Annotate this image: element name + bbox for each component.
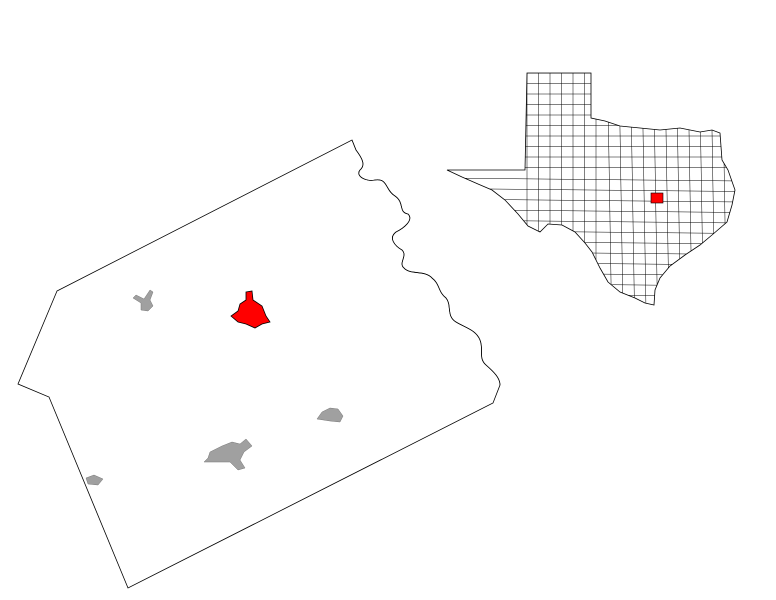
county-line xyxy=(447,272,735,276)
highlighted-county xyxy=(650,192,664,204)
highlighted-place xyxy=(230,290,271,329)
county-line xyxy=(447,293,735,297)
county-line xyxy=(447,261,735,266)
state-locator-inset xyxy=(446,72,736,306)
other-place xyxy=(85,474,104,486)
other-place xyxy=(316,407,344,423)
river-boundary xyxy=(351,139,501,386)
county-line xyxy=(447,177,735,182)
other-place xyxy=(132,289,154,312)
county-line xyxy=(447,303,735,305)
county-map xyxy=(17,139,501,589)
county-outline xyxy=(17,139,501,589)
county-line xyxy=(447,282,735,287)
county-line xyxy=(447,251,735,255)
other-place xyxy=(203,438,253,471)
